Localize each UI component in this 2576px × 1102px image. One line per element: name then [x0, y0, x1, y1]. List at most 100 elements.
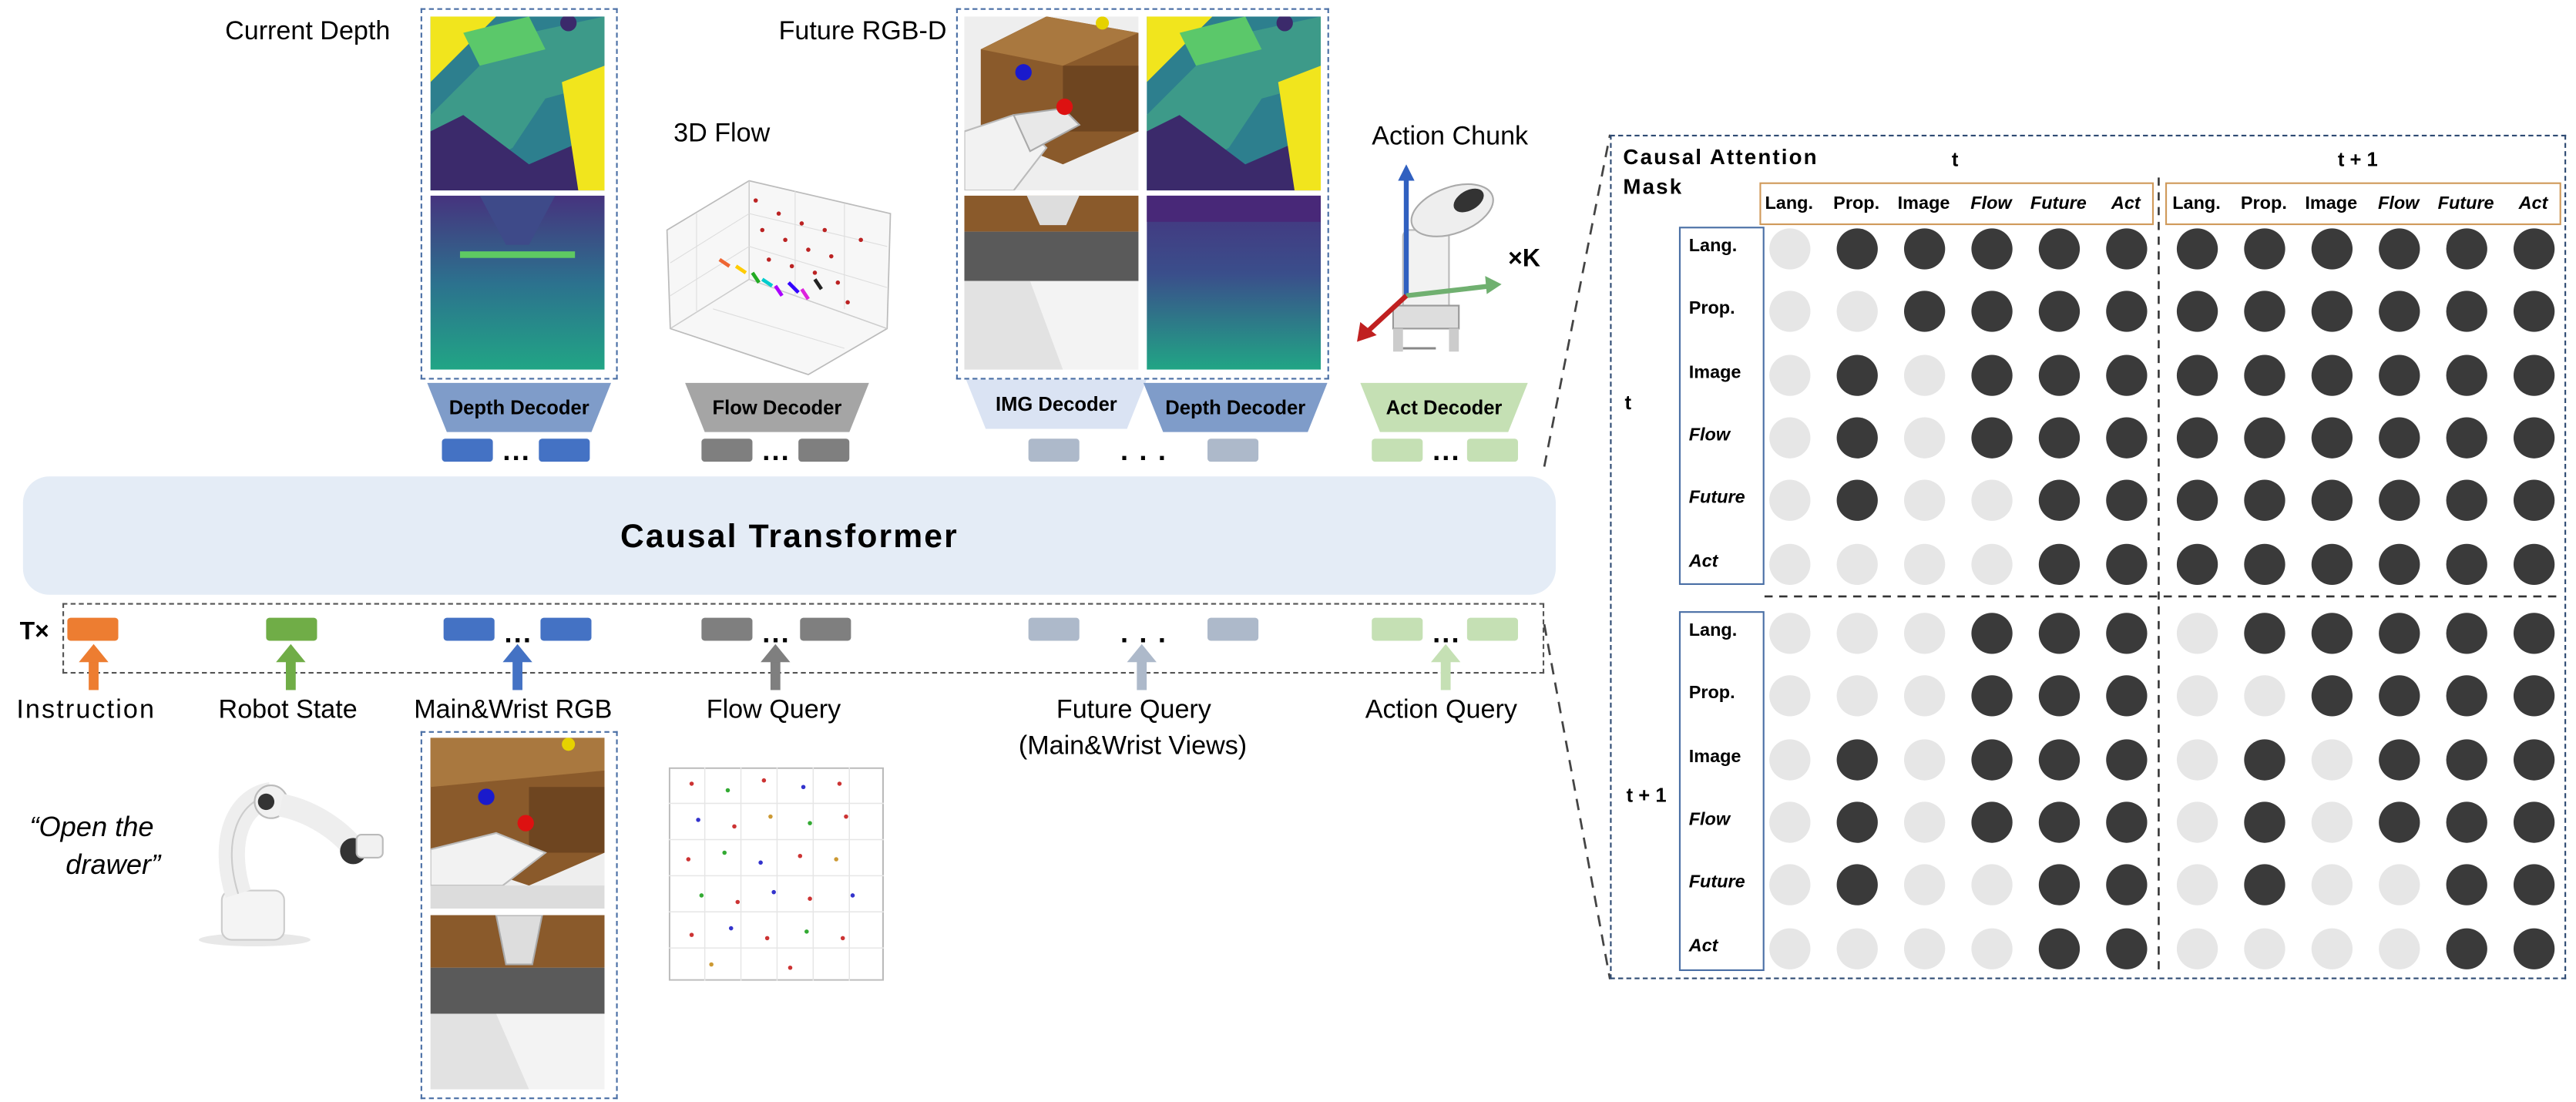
mask-dot-attend [1970, 738, 2012, 780]
instruction-quote-line1: “Open the [29, 811, 154, 843]
mask-dot-attend [2378, 416, 2420, 458]
mask-dot-masked [1903, 479, 1945, 520]
mask-dot-attend [2512, 927, 2554, 969]
action-query-ellipsis: ... [1432, 617, 1461, 650]
mask-row-header: Prop. [1688, 683, 1735, 704]
future-rgbd-label: Future RGB-D [778, 18, 947, 46]
wrist-rgb-image [430, 915, 605, 1090]
instruction-label: Instruction [16, 696, 156, 725]
mask-dot-attend [2512, 738, 2554, 780]
mask-dot-attend [2310, 543, 2352, 584]
mask-dot-attend [1970, 416, 2012, 458]
mask-dot-attend [1835, 863, 1877, 905]
mask-dot-masked [1970, 927, 2012, 969]
action-out-ellipsis: ... [1432, 435, 1461, 467]
future-query-token [1028, 617, 1080, 641]
action-chunk-label: Action Chunk [1372, 123, 1529, 152]
mask-dot-attend [2445, 612, 2487, 653]
mask-dot-attend [1835, 738, 1877, 780]
mask-dot-attend [2310, 479, 2352, 520]
mask-dot-masked [1903, 612, 1945, 653]
flow-arrow-icon [761, 643, 791, 690]
mask-dot-masked [2378, 863, 2420, 905]
mask-dot-attend [2445, 674, 2487, 716]
mask-dot-attend [2310, 674, 2352, 716]
row-time-label-t: t [1624, 391, 1632, 415]
mask-col-header: Image [2305, 193, 2358, 214]
future-out-ellipsis: . . . [1120, 435, 1168, 467]
main-rgb-image [430, 737, 605, 909]
mask-dot-attend [2512, 543, 2554, 584]
causal-transformer-block: Causal Transformer [22, 476, 1557, 595]
mask-row-header: Flow [1688, 425, 1731, 445]
mask-dot-attend [2512, 863, 2554, 905]
mask-dot-masked [2175, 674, 2218, 716]
future-depth-main-image [1147, 16, 1322, 191]
mask-dot-attend [1835, 416, 1877, 458]
mask-dot-attend [2037, 416, 2080, 458]
flow-query-label: Flow Query [706, 696, 841, 725]
mask-dot-masked [1768, 416, 1810, 458]
instruction-arrow-icon [79, 643, 109, 690]
mask-col-header: Future [2437, 193, 2494, 214]
mask-dot-attend [2445, 801, 2487, 842]
mask-dot-attend [2105, 738, 2147, 780]
future-rgbd-frame [956, 8, 1329, 380]
mask-dot-attend [2310, 290, 2352, 331]
future-rgb-main-image [964, 16, 1139, 191]
mask-dot-attend [2037, 290, 2080, 331]
future-query-token [1207, 617, 1259, 641]
mask-dot-attend [2105, 674, 2147, 716]
mask-col-header: Lang. [2172, 193, 2221, 214]
mask-dot-masked [1903, 738, 1945, 780]
depth-decoder: Depth Decoder [427, 382, 612, 432]
mask-dot-attend [2105, 479, 2147, 520]
mask-dot-attend [2105, 416, 2147, 458]
mask-dot-attend [2175, 290, 2218, 331]
robot-gripper-icon [1354, 164, 1512, 361]
mask-row-header: Lang. [1688, 237, 1738, 257]
mask-dot-attend [2512, 612, 2554, 653]
mask-dot-attend [1835, 479, 1877, 520]
flow-query-token [701, 617, 753, 641]
col-header-box-t [1759, 182, 2155, 226]
mask-dot-masked [2310, 738, 2352, 780]
main-wrist-rgb-frame [420, 731, 618, 1100]
mask-dot-attend [2105, 227, 2147, 269]
flow-out-token [798, 438, 850, 462]
robot-state-token [266, 617, 317, 641]
mask-dot-masked [2175, 863, 2218, 905]
rgb-token [540, 617, 592, 641]
mask-dot-masked [1903, 674, 1945, 716]
causal-transformer-label: Causal Transformer [620, 519, 959, 556]
future-out-token [1028, 438, 1080, 462]
mask-dot-attend [2512, 290, 2554, 331]
act-decoder: Act Decoder [1360, 382, 1528, 432]
mask-col-header: Future [2030, 193, 2087, 214]
mask-dot-attend [2512, 479, 2554, 520]
mask-dot-attend [2378, 674, 2420, 716]
depth-out-token [442, 438, 493, 462]
mask-dot-attend [2243, 863, 2285, 905]
attention-mask-panel [1610, 134, 2567, 979]
mask-dot-masked [2175, 927, 2218, 969]
mask-dot-masked [1835, 674, 1877, 716]
action-query-token [1372, 617, 1423, 641]
mask-dot-masked [1903, 543, 1945, 584]
mask-dot-masked [1768, 354, 1810, 395]
mask-dot-attend [2445, 290, 2487, 331]
depth-out-token [539, 438, 590, 462]
mask-dot-attend [1835, 354, 1877, 395]
mask-dot-attend [2243, 227, 2285, 269]
mask-dot-attend [2512, 801, 2554, 842]
mask-dot-attend [2310, 612, 2352, 653]
mask-dot-attend [2378, 354, 2420, 395]
flow-decoder: Flow Decoder [685, 382, 869, 432]
mask-dot-attend [2378, 290, 2420, 331]
mask-dot-attend [2445, 543, 2487, 584]
mask-dot-attend [2037, 479, 2080, 520]
mask-dot-masked [1768, 927, 1810, 969]
mask-dot-attend [2378, 543, 2420, 584]
times-k-label: ×K [1508, 244, 1540, 273]
mask-dot-attend [2243, 543, 2285, 584]
